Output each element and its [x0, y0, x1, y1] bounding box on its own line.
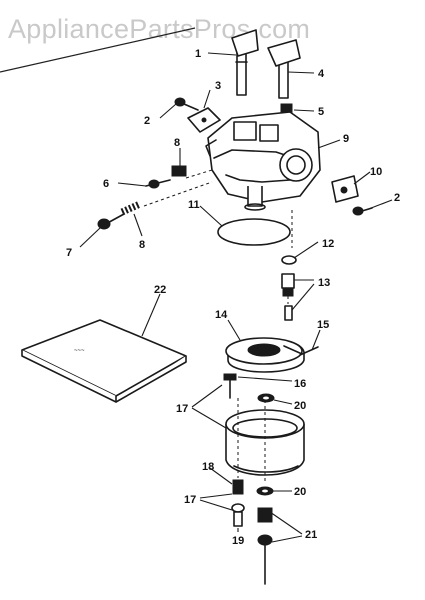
part-8-spring-lower[interactable] — [120, 200, 142, 216]
part-22-filter-pad[interactable]: ~~~ — [21, 319, 187, 403]
callout-16: 16 — [294, 378, 306, 390]
part-16-bolt[interactable] — [223, 373, 237, 399]
callout-20: 20 — [294, 400, 306, 412]
part-14-float[interactable] — [225, 337, 305, 373]
callout-2: 2 — [144, 115, 150, 127]
callout-7: 7 — [66, 247, 72, 259]
callout-14: 14 — [215, 309, 228, 321]
part-3-plate[interactable] — [187, 107, 221, 133]
leader-lines — [79, 52, 393, 543]
svg-text:~~~: ~~~ — [74, 348, 85, 354]
callout-3: 3 — [215, 80, 221, 92]
part-18-spring[interactable] — [232, 479, 244, 495]
part-1-throttle-shaft[interactable] — [231, 29, 259, 96]
part-19-washer[interactable] — [231, 503, 245, 527]
part-7-mixture-screw[interactable] — [97, 213, 125, 230]
callout-5: 5 — [318, 106, 324, 118]
callout-20: 20 — [294, 486, 306, 498]
callout-18: 18 — [202, 461, 214, 473]
part-11-gasket[interactable] — [217, 218, 291, 246]
callout-4: 4 — [318, 68, 325, 80]
part-20-washer-upper[interactable] — [257, 393, 275, 403]
part-21-bowl-bolt[interactable] — [257, 507, 273, 585]
callout-17: 17 — [184, 494, 196, 506]
callout-1: 1 — [195, 48, 201, 60]
callout-21: 21 — [305, 529, 317, 541]
part-13-needle-assembly[interactable] — [281, 273, 295, 321]
part-4-choke-shaft[interactable] — [267, 39, 301, 99]
part-20-washer-lower[interactable] — [256, 486, 274, 496]
part-9-carburetor-body[interactable] — [205, 111, 321, 211]
scan-line — [0, 27, 196, 73]
callout-9: 9 — [343, 133, 349, 145]
callout-10: 10 — [370, 166, 382, 178]
part-12-seat[interactable] — [281, 255, 297, 265]
part-6-idle-screw[interactable] — [145, 179, 171, 189]
part-8-spring-upper[interactable] — [171, 165, 187, 177]
part-2-screw[interactable] — [174, 97, 199, 111]
callout-6: 6 — [103, 178, 109, 190]
callout-19: 19 — [232, 535, 244, 547]
callout-8: 8 — [139, 239, 145, 251]
callout-22: 22 — [154, 284, 166, 296]
callout-8: 8 — [174, 137, 180, 149]
callout-2: 2 — [394, 192, 400, 204]
part-10-bracket[interactable] — [331, 175, 359, 203]
callout-12: 12 — [322, 238, 334, 250]
watermark: AppliancePartsPros.com — [8, 14, 311, 44]
callout-17: 17 — [176, 403, 188, 415]
callout-labels: 1 2 2 3 4 5 6 7 8 8 9 10 11 12 13 14 15 … — [66, 48, 400, 547]
part-15-float-pin[interactable] — [299, 346, 319, 356]
callout-11: 11 — [188, 199, 200, 211]
callout-13: 13 — [318, 277, 330, 289]
callout-15: 15 — [317, 319, 329, 331]
